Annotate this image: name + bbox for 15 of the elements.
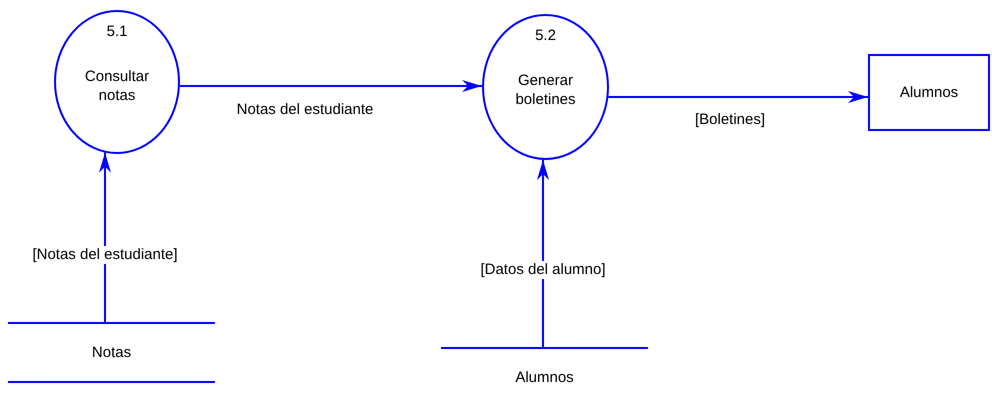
external-entity-box bbox=[868, 54, 990, 131]
node-label: Consultar notas bbox=[84, 67, 150, 105]
process-number: 5.2 bbox=[534, 26, 557, 45]
arrow bbox=[608, 91, 868, 103]
node-label: Generar boletines bbox=[514, 71, 577, 109]
node-label: Alumnos bbox=[898, 83, 960, 102]
arrow bbox=[99, 152, 111, 322]
arrow bbox=[180, 80, 482, 92]
node-label: Alumnos bbox=[514, 368, 575, 387]
node-label: Notas bbox=[90, 343, 132, 362]
arrow bbox=[537, 160, 549, 347]
process-circle bbox=[54, 10, 180, 154]
process-number: 5.1 bbox=[106, 22, 128, 41]
process-circle bbox=[482, 14, 609, 160]
data-store bbox=[8, 322, 215, 383]
